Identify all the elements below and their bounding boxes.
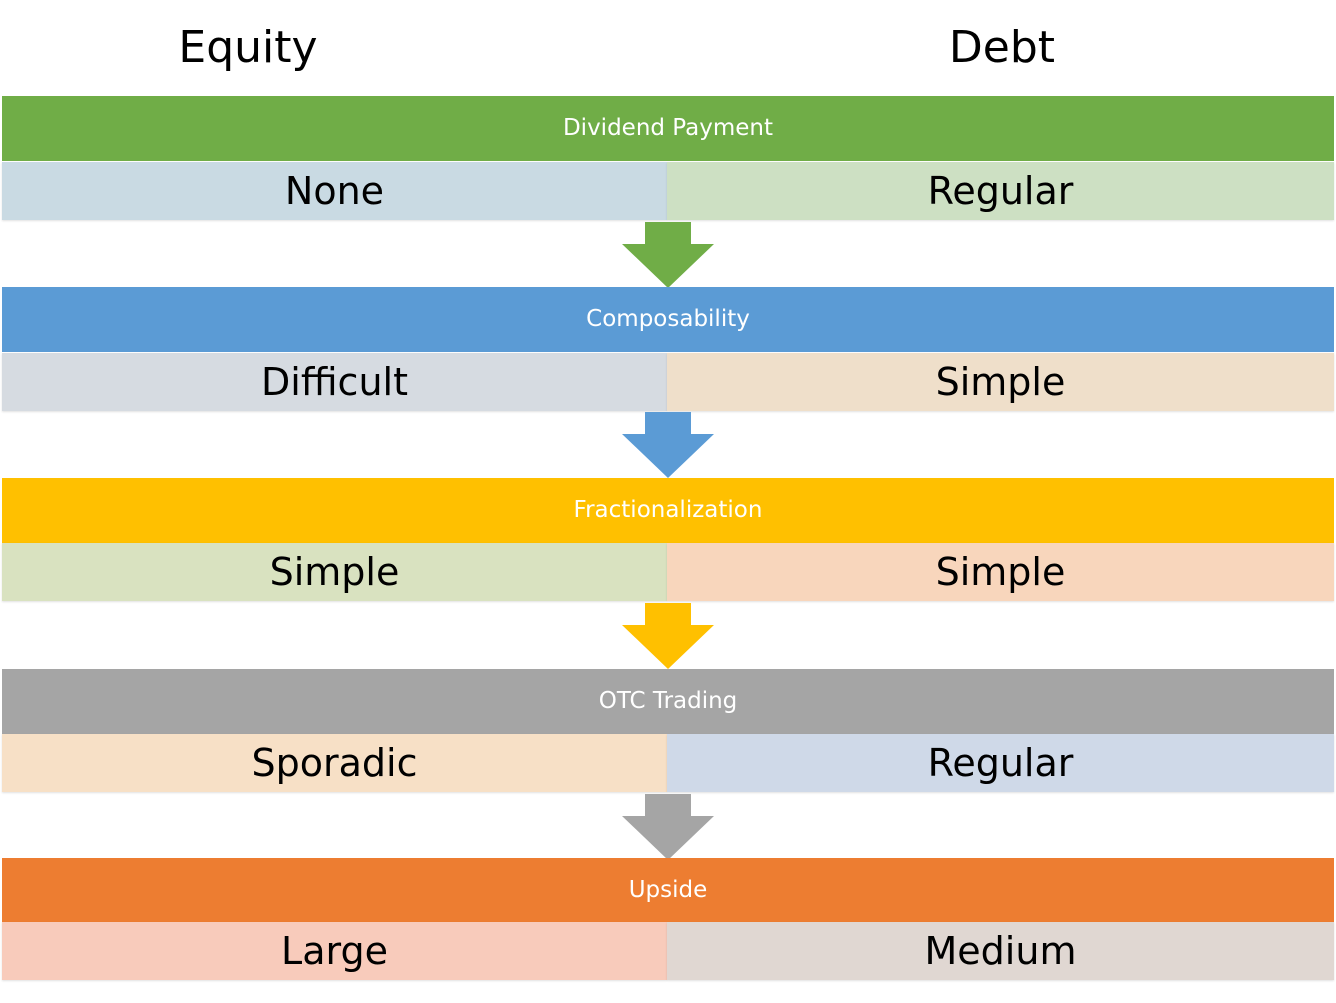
row-title-band: Composability <box>2 287 1334 352</box>
debt-value-cell: Simple <box>667 543 1334 601</box>
row-title-band: Dividend Payment <box>2 96 1334 161</box>
debt-value-cell: Regular <box>667 162 1334 220</box>
row-title-band: OTC Trading <box>2 669 1334 734</box>
equity-value-cell: Sporadic <box>2 734 667 792</box>
row-title-band: Upside <box>2 858 1334 923</box>
equity-value-cell: Simple <box>2 543 667 601</box>
row-title-band: Fractionalization <box>2 478 1334 543</box>
debt-value-cell: Simple <box>667 353 1334 411</box>
debt-column-header: Debt <box>948 22 1056 73</box>
equity-value-cell: None <box>2 162 667 220</box>
debt-value-cell: Regular <box>667 734 1334 792</box>
down-arrow-icon <box>622 794 714 860</box>
equity-value-cell: Difficult <box>2 353 667 411</box>
down-arrow-icon <box>622 412 714 478</box>
down-arrow-icon <box>622 603 714 669</box>
equity-column-header: Equity <box>178 22 318 73</box>
debt-value-cell: Medium <box>667 922 1334 980</box>
equity-value-cell: Large <box>2 922 667 980</box>
down-arrow-icon <box>622 222 714 288</box>
